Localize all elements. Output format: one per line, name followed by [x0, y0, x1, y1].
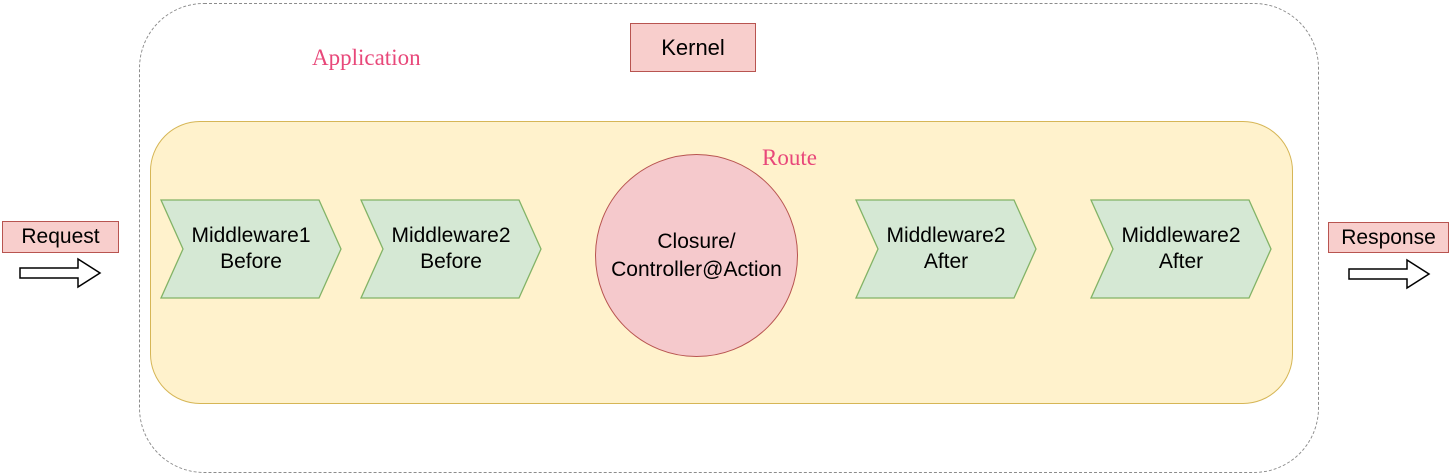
pipeline-step-middleware2-after-2: Middleware2 After [1090, 199, 1272, 299]
route-label: Route [762, 145, 817, 170]
kernel-title-box: Kernel [630, 23, 756, 72]
chevron-shape [360, 199, 542, 299]
step-label: Middleware2 After [886, 223, 1006, 273]
chevron-shape-icon [855, 199, 1037, 299]
kernel-boundary-outline [139, 3, 1319, 473]
step-label: Middleware2 After [1121, 223, 1241, 273]
step-label: Middleware1 Before [191, 223, 311, 273]
pipeline-step-middleware1-before: Middleware1 Before [160, 199, 342, 299]
chevron-shape [160, 199, 342, 299]
chevron-shape-icon [160, 199, 342, 299]
response-arrow-icon [1348, 258, 1431, 290]
controller-circle: Closure/ Controller@Action [595, 154, 798, 357]
request-arrow-shape [19, 257, 102, 289]
chevron-shape [855, 199, 1037, 299]
step-label: Middleware2 Before [391, 223, 511, 273]
request-arrow-icon [19, 257, 102, 289]
chevron-shape-icon [1090, 199, 1272, 299]
response-arrow-shape [1348, 258, 1431, 290]
request-label: Request [2, 221, 119, 253]
pipeline-step-middleware2-before: Middleware2 Before [360, 199, 542, 299]
response-label: Response [1328, 222, 1449, 253]
pipeline-step-middleware2-after-1: Middleware2 After [855, 199, 1037, 299]
application-label: Application [312, 45, 421, 70]
chevron-shape [1090, 199, 1272, 299]
chevron-shape-icon [360, 199, 542, 299]
